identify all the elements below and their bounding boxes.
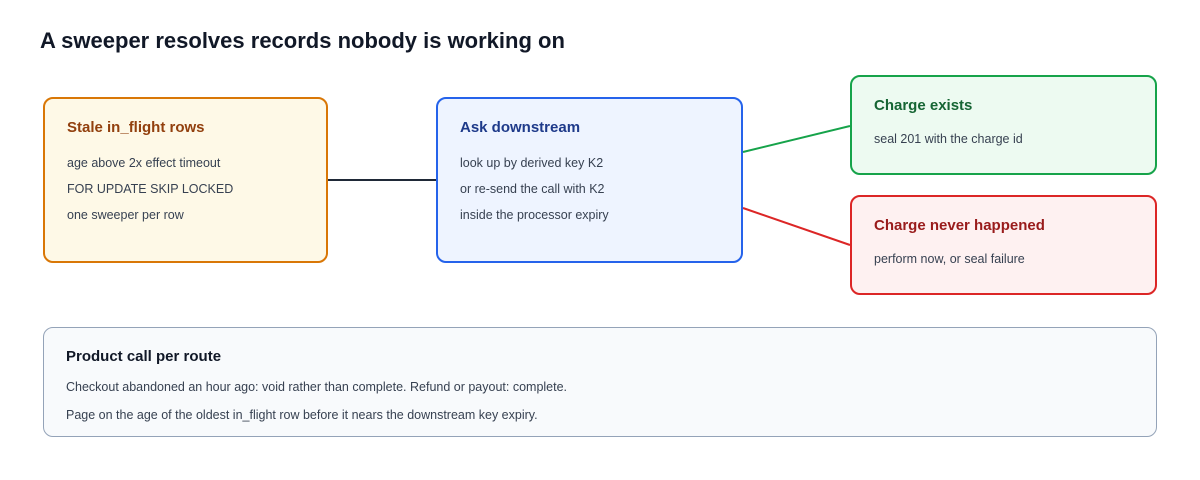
note-title: Product call per route bbox=[66, 348, 222, 365]
edge-ask-to-never bbox=[742, 207, 851, 246]
diagram-title: A sweeper resolves records nobody is wor… bbox=[40, 28, 565, 53]
node-line: age above 2x effect timeout bbox=[67, 156, 221, 170]
note-product-call-per-route: Product call per route Checkout abandone… bbox=[43, 327, 1157, 437]
edge-ask-to-exists bbox=[742, 125, 851, 153]
node-line: FOR UPDATE SKIP LOCKED bbox=[67, 182, 234, 196]
node-title: Ask downstream bbox=[460, 119, 581, 136]
node-title: Stale in_flight rows bbox=[67, 119, 205, 136]
node-line: look up by derived key K2 bbox=[460, 156, 604, 170]
node-charge-exists: Charge exists seal 201 with the charge i… bbox=[850, 75, 1157, 175]
node-ask-downstream: Ask downstream look up by derived key K2… bbox=[436, 97, 743, 263]
note-line: Checkout abandoned an hour ago: void rat… bbox=[66, 380, 568, 394]
node-line: or re-send the call with K2 bbox=[460, 182, 605, 196]
node-line: seal 201 with the charge id bbox=[874, 132, 1023, 146]
node-stale-in-flight-rows: Stale in_flight rows age above 2x effect… bbox=[43, 97, 328, 263]
node-title: Charge exists bbox=[874, 97, 973, 114]
node-line: inside the processor expiry bbox=[460, 208, 609, 222]
node-line: one sweeper per row bbox=[67, 208, 184, 222]
node-charge-never-happened: Charge never happened perform now, or se… bbox=[850, 195, 1157, 295]
note-line: Page on the age of the oldest in_flight … bbox=[66, 408, 538, 422]
node-title: Charge never happened bbox=[874, 217, 1045, 234]
node-line: perform now, or seal failure bbox=[874, 252, 1025, 266]
